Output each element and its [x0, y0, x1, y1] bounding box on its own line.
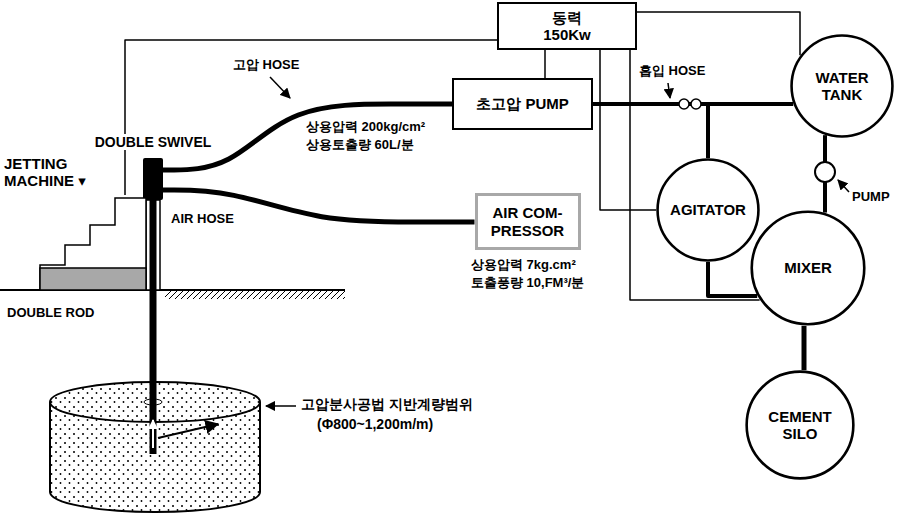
- machine-body: [40, 198, 146, 290]
- leader-arrow: [668, 83, 670, 98]
- machine-base: [40, 268, 146, 290]
- air-compressor: AIR COM- PRESSOR: [475, 193, 581, 250]
- annotation-label: PUMP: [851, 190, 891, 205]
- node-label: AGITATOR: [663, 201, 753, 218]
- node-label: AIR COM- PRESSOR: [483, 204, 573, 239]
- node-label: WATER TANK: [807, 69, 877, 104]
- pump-box: 초고압 PUMP: [452, 78, 593, 130]
- grout-column-side: [259, 402, 261, 492]
- annotation-label: 상용압력 7kg.cm²: [470, 258, 577, 273]
- tank-outline: [658, 160, 759, 261]
- double-rod: [150, 198, 157, 454]
- cement-silo: CEMENT SILO: [745, 370, 855, 480]
- annotation-label: 고압분사공법 지반계량범위: [300, 396, 474, 412]
- power-line: [630, 50, 760, 300]
- node-label: DOUBLE SWIVEL: [93, 134, 214, 150]
- double-swivel: DOUBLE SWIVEL: [143, 158, 163, 200]
- annotation-label: AIR HOSE: [170, 212, 235, 227]
- tank-outline: [752, 212, 865, 325]
- grout-column-side: [49, 402, 51, 492]
- annotation-label: 상용토출량 60L/분: [305, 138, 415, 153]
- annotation-label: 상용압력 200kg/cm²: [305, 120, 426, 135]
- annotation-label: 토출풍량 10,FM³/분: [470, 276, 585, 291]
- annotation-label: (Φ800~1,200m/m): [316, 416, 434, 432]
- mixer-tank: MIXER: [750, 210, 866, 326]
- machine-body: [40, 195, 165, 290]
- leader-arrow: [838, 180, 849, 192]
- jet-arrow: [158, 424, 218, 438]
- annotation-label: DOUBLE ROD: [6, 306, 95, 321]
- node-label: JETTING MACHINE ▾: [2, 155, 98, 190]
- power-line: [125, 40, 497, 195]
- node-label: 초고압 PUMP: [460, 95, 585, 112]
- ground-hatch: [165, 291, 345, 299]
- grout-column-bottom: [50, 492, 260, 512]
- leader-arrow: [270, 77, 290, 98]
- node-label: 동력 150Kw: [527, 9, 607, 44]
- water-tank: WATER TANK: [790, 34, 894, 138]
- power-line: [544, 50, 546, 78]
- node-label: CEMENT SILO: [760, 408, 840, 443]
- pump-symbol: [815, 162, 835, 182]
- annotation-label: 고압 HOSE: [232, 58, 300, 73]
- node-label: MIXER: [763, 259, 853, 276]
- hose-line: [708, 262, 757, 296]
- valve-symbol: [691, 99, 701, 109]
- tank-outline: [792, 36, 893, 137]
- flow-arrow: [152, 420, 154, 448]
- agitator-tank: AGITATOR: [656, 158, 760, 262]
- annotation-label: 흡입 HOSE: [638, 64, 706, 79]
- leader-arrow: [266, 405, 296, 407]
- tank-outline: [747, 372, 854, 479]
- jetting-machine: JETTING MACHINE ▾: [40, 195, 165, 290]
- valve-symbol: [679, 99, 689, 109]
- hose-line: [593, 104, 708, 158]
- hose-line: [802, 326, 807, 370]
- power-line: [637, 12, 800, 55]
- power-box: 동력 150Kw: [497, 2, 637, 50]
